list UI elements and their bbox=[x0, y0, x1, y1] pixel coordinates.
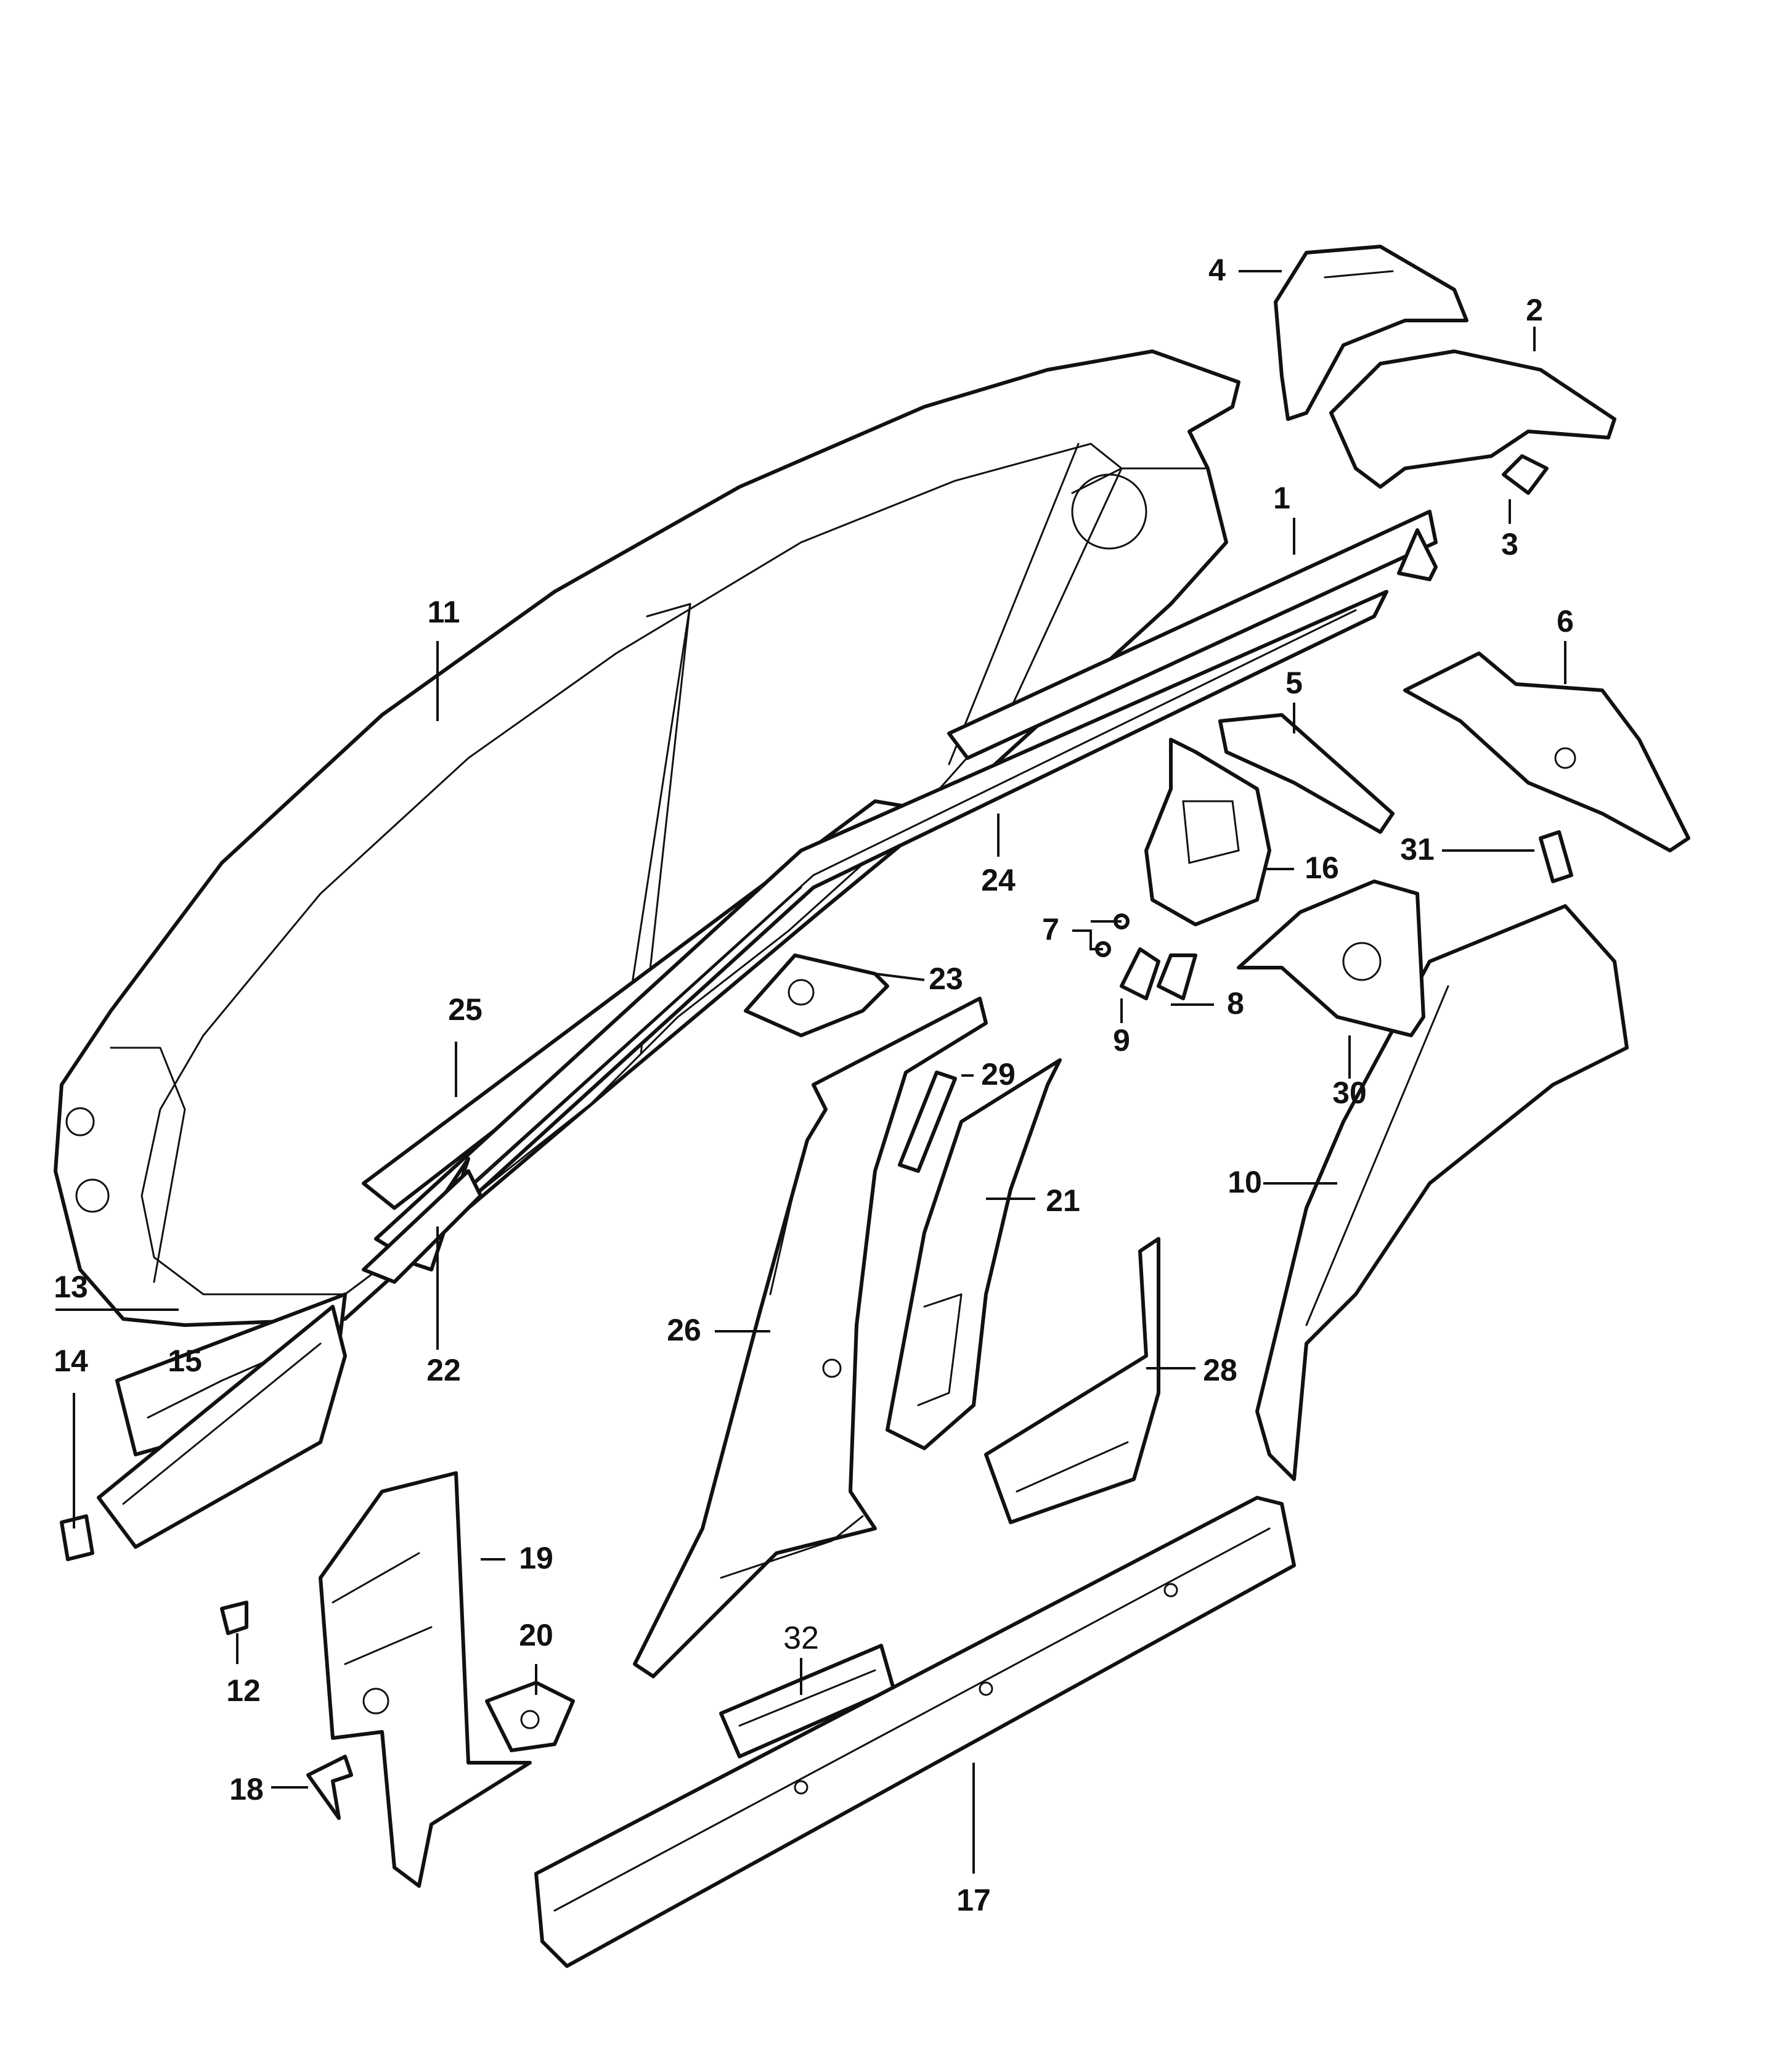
callout-20: 20 bbox=[519, 1618, 553, 1652]
part-8-block bbox=[1157, 953, 1197, 1000]
callout-15: 15 bbox=[168, 1344, 202, 1378]
callout-26: 26 bbox=[667, 1313, 701, 1347]
callout-23: 23 bbox=[929, 961, 963, 996]
part-5-brace bbox=[1218, 713, 1395, 834]
part-14-hinge-bracket bbox=[60, 1514, 94, 1561]
part-2-upper-rear-panel bbox=[1329, 349, 1616, 489]
part-20-plate bbox=[485, 1681, 575, 1752]
part-3-gusset bbox=[1502, 454, 1549, 495]
part-11-side-frame bbox=[54, 349, 1240, 1327]
part-29-strip bbox=[898, 1071, 957, 1173]
part-30-rear-inner bbox=[1237, 879, 1425, 1037]
callout-30: 30 bbox=[1332, 1075, 1367, 1110]
callout-6: 6 bbox=[1557, 604, 1574, 639]
callout-4: 4 bbox=[1208, 253, 1226, 287]
callout-7: 7 bbox=[1042, 912, 1059, 947]
part-13-a-pillar-lower bbox=[97, 1305, 347, 1549]
part-23-bracket bbox=[744, 953, 889, 1037]
callout-2: 2 bbox=[1526, 293, 1543, 327]
callout-18: 18 bbox=[229, 1772, 264, 1806]
callout-22: 22 bbox=[426, 1353, 461, 1387]
callout-11: 11 bbox=[428, 595, 460, 629]
callout-5: 5 bbox=[1285, 666, 1303, 700]
callout-16: 16 bbox=[1305, 851, 1339, 885]
part-1-roof-rail bbox=[947, 510, 1438, 760]
callout-9: 9 bbox=[1113, 1023, 1130, 1058]
callout-24: 24 bbox=[981, 863, 1016, 897]
callout-10: 10 bbox=[1228, 1165, 1262, 1199]
part-31-clip bbox=[1539, 830, 1573, 883]
callout-12: 12 bbox=[226, 1673, 261, 1708]
part-26-b-pillar bbox=[633, 997, 988, 1678]
part-22-lower-strip bbox=[362, 1169, 483, 1284]
callout-29: 29 bbox=[981, 1057, 1016, 1092]
callout-1: 1 bbox=[1273, 481, 1290, 515]
callout-25: 25 bbox=[448, 992, 483, 1027]
callout-19: 19 bbox=[519, 1541, 553, 1575]
callout-21: 21 bbox=[1046, 1183, 1080, 1218]
callout-labels: 1 2 3 4 5 6 7 8 9 10 11 12 13 14 15 16 1… bbox=[54, 253, 1574, 1917]
part-17-rocker-panel bbox=[534, 1496, 1296, 1968]
callout-28: 28 bbox=[1203, 1353, 1237, 1387]
part-28-quarter-lower bbox=[984, 1237, 1160, 1524]
callout-14: 14 bbox=[54, 1344, 88, 1378]
callout-32: 32 bbox=[783, 1620, 819, 1656]
callout-17: 17 bbox=[956, 1883, 991, 1917]
part-18-bracket bbox=[306, 1755, 353, 1820]
callout-8: 8 bbox=[1227, 986, 1244, 1021]
part-6-rear-quarter-inner bbox=[1403, 651, 1690, 852]
part-21-b-pillar-reinf bbox=[886, 1058, 1062, 1450]
part-10-rear-wheelhouse bbox=[1255, 904, 1629, 1481]
part-9-nut-plate bbox=[1120, 947, 1160, 1000]
part-19-a-pillar-inner bbox=[319, 1471, 532, 1888]
leader-lines bbox=[55, 270, 1566, 1874]
callout-31: 31 bbox=[1400, 832, 1435, 867]
part-12-clip bbox=[220, 1601, 248, 1635]
callout-13: 13 bbox=[54, 1270, 88, 1304]
part-4-top-bracket bbox=[1274, 245, 1468, 421]
callout-3: 3 bbox=[1501, 527, 1518, 561]
part-16-rear-brace bbox=[1144, 738, 1271, 926]
